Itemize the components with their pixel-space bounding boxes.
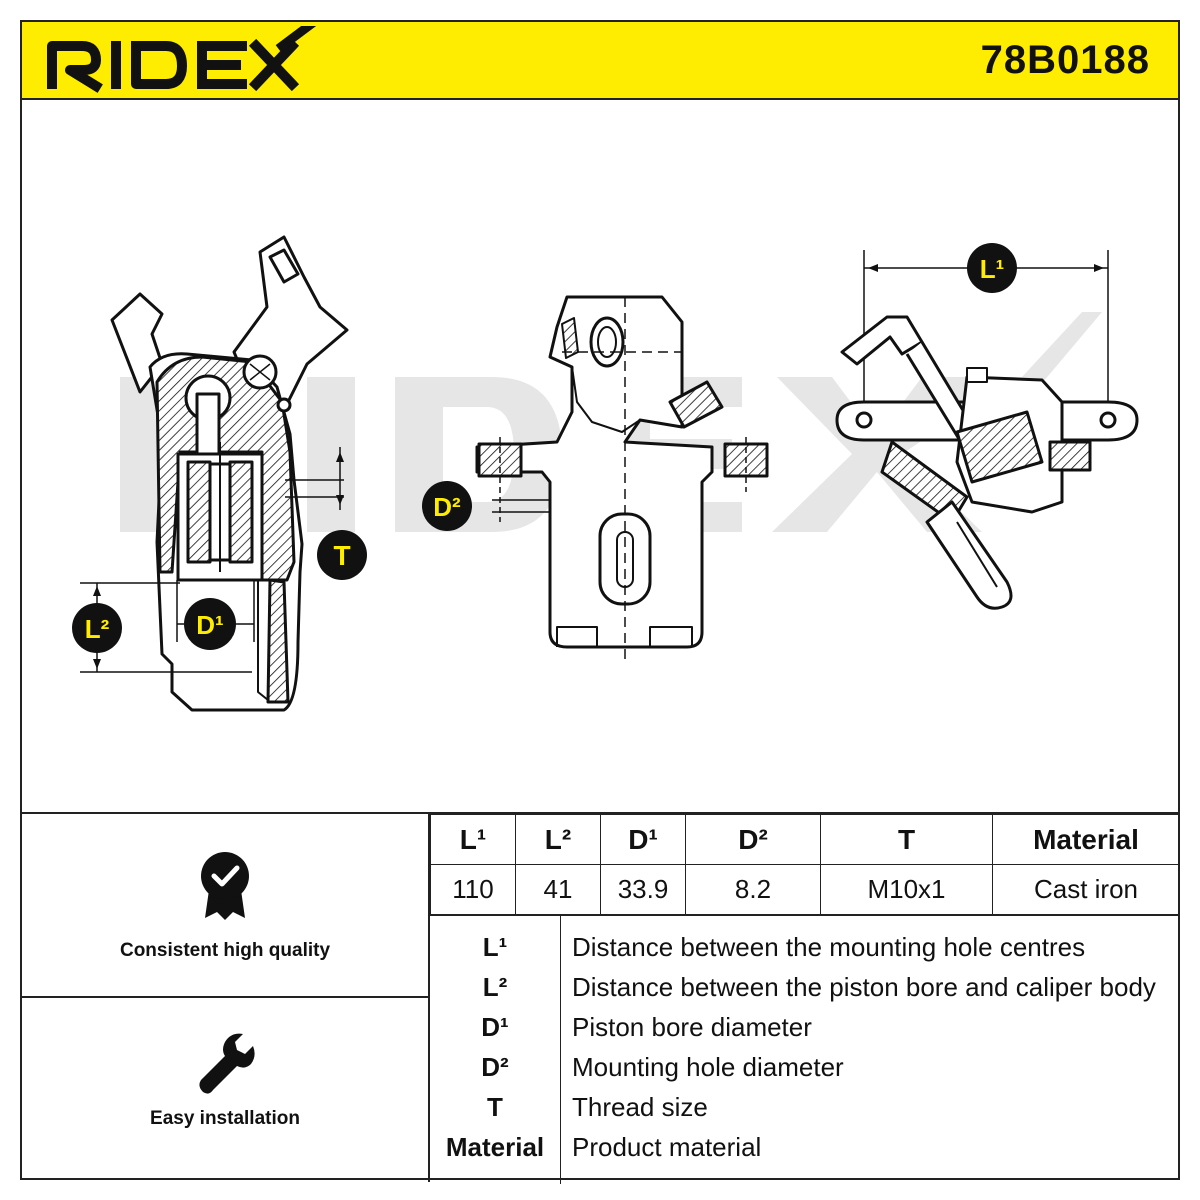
spec-header-cell: D¹ bbox=[600, 814, 686, 865]
legend-desc: Product material bbox=[572, 1132, 762, 1162]
callout-d2-label: D² bbox=[433, 492, 461, 522]
legend-row: Material Product material bbox=[430, 1130, 1180, 1170]
legend-key: D¹ bbox=[481, 1012, 509, 1042]
callout-l1: L¹ bbox=[967, 243, 1017, 293]
legend-row: L² Distance between the piston bore and … bbox=[430, 970, 1180, 1010]
spec-value-cell: M10x1 bbox=[820, 864, 993, 915]
feature-quality: Consistent high quality bbox=[20, 814, 430, 998]
spec-header-cell: T bbox=[820, 814, 993, 865]
spec-value-cell: Cast iron bbox=[992, 864, 1180, 915]
callout-l2-label: L² bbox=[85, 614, 110, 644]
legend-key: L¹ bbox=[482, 932, 508, 962]
legend-desc: Mounting hole diameter bbox=[572, 1052, 844, 1082]
spec-header-cell: D² bbox=[685, 814, 821, 865]
info-panel: Consistent high quality Easy installatio… bbox=[20, 812, 1180, 1184]
legend-key: Material bbox=[445, 1132, 545, 1162]
feature-installation-label: Easy installation bbox=[150, 1108, 300, 1129]
legend-table: L¹ Distance between the mounting hole ce… bbox=[430, 914, 1180, 1184]
caliper-section-view bbox=[80, 235, 349, 712]
spec-header-cell: L¹ bbox=[430, 814, 516, 865]
legend-row: D¹ Piston bore diameter bbox=[430, 1010, 1180, 1050]
legend-row: D² Mounting hole diameter bbox=[430, 1050, 1180, 1090]
spec-table: L¹ L² D¹ D² T Material 110 41 33.9 8.2 M… bbox=[430, 814, 1180, 915]
callout-l2: L² bbox=[72, 603, 122, 653]
feature-installation: Easy installation bbox=[20, 998, 430, 1182]
technical-drawing: T L² D¹ D² L¹ bbox=[72, 235, 1139, 712]
legend-desc: Piston bore diameter bbox=[572, 1012, 812, 1042]
header-bar: 78B0188 bbox=[20, 20, 1180, 100]
feature-quality-label: Consistent high quality bbox=[119, 940, 331, 961]
caliper-side-view bbox=[835, 250, 1139, 610]
callout-d1: D¹ bbox=[177, 598, 254, 650]
spec-value-cell: 41 bbox=[515, 864, 601, 915]
quality-badge-icon bbox=[201, 852, 249, 920]
callout-t-label: T bbox=[333, 540, 350, 571]
legend-desc: Distance between the piston bore and cal… bbox=[572, 972, 1156, 1002]
spec-value-cell: 8.2 bbox=[685, 864, 821, 915]
spec-header-cell: Material bbox=[992, 814, 1180, 865]
legend-divider bbox=[560, 916, 561, 1184]
part-number: 78B0188 bbox=[980, 38, 1150, 82]
legend-desc: Thread size bbox=[572, 1092, 708, 1122]
legend-row: T Thread size bbox=[430, 1090, 1180, 1130]
wrench-icon bbox=[199, 1033, 255, 1094]
legend-key: L² bbox=[482, 972, 508, 1002]
callout-d2: D² bbox=[422, 481, 472, 531]
caliper-rear-view bbox=[475, 295, 769, 662]
spec-value-row: 110 41 33.9 8.2 M10x1 Cast iron bbox=[430, 864, 1180, 915]
spec-value-cell: 33.9 bbox=[600, 864, 686, 915]
legend-desc: Distance between the mounting hole centr… bbox=[572, 932, 1086, 962]
callout-d1-label: D¹ bbox=[196, 610, 223, 640]
spec-header-row: L¹ L² D¹ D² T Material bbox=[430, 814, 1180, 865]
legend-key: D² bbox=[481, 1052, 509, 1082]
ridex-logo bbox=[47, 26, 317, 93]
callout-t: T bbox=[317, 530, 367, 580]
spec-header-cell: L² bbox=[515, 814, 601, 865]
legend-key: T bbox=[487, 1092, 503, 1122]
spec-value-cell: 110 bbox=[430, 864, 516, 915]
callout-l1-label: L¹ bbox=[980, 254, 1005, 284]
legend-row: L¹ Distance between the mounting hole ce… bbox=[430, 930, 1180, 970]
